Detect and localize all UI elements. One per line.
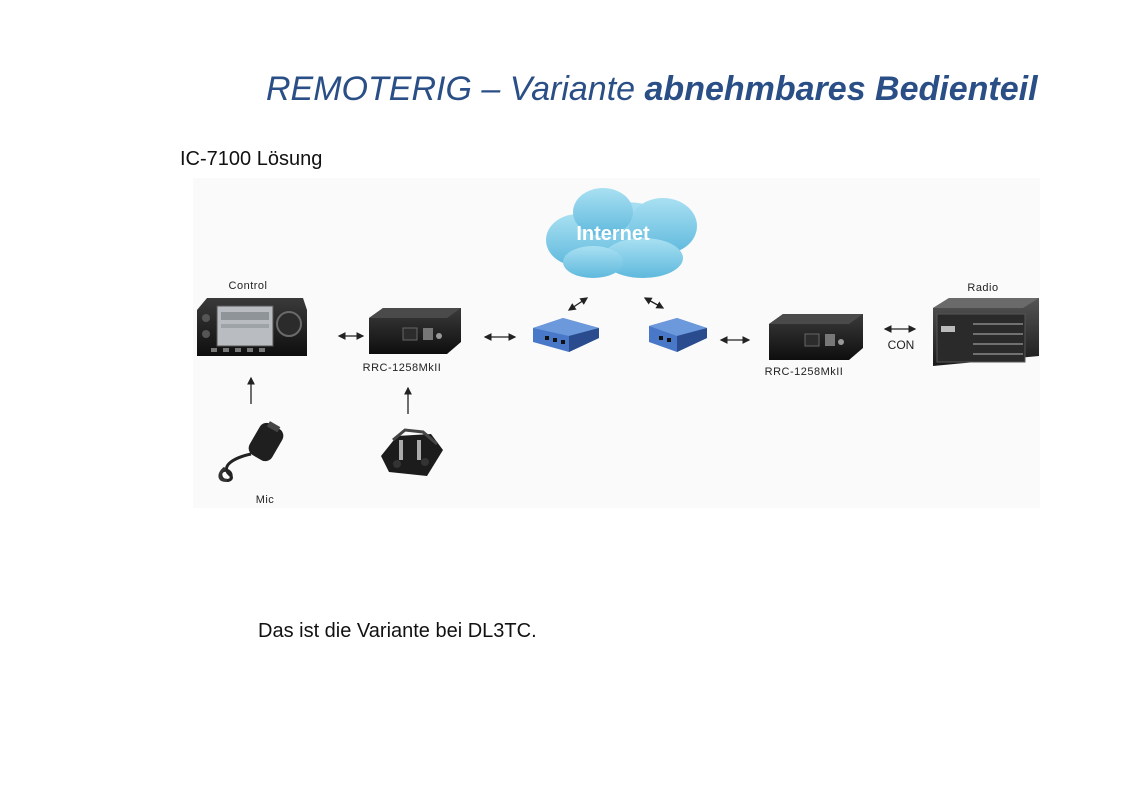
title-emphasis: abnehmbares Bedienteil — [644, 70, 1038, 108]
rrc-right-device-icon — [769, 314, 863, 360]
control-label: Control — [229, 280, 268, 292]
internet-label: Internet — [576, 223, 650, 245]
remoterig-diagram: Internet Control Mic — [193, 178, 1040, 508]
rrc-right-label: RRC-1258MkII — [765, 366, 844, 378]
mic-label: Mic — [256, 494, 275, 506]
radio-label: Radio — [967, 282, 998, 294]
keyer-paddle-icon — [381, 428, 443, 476]
caption-text: Das ist die Variante bei DL3TC. — [258, 620, 537, 642]
router-left-icon — [533, 318, 599, 352]
router-left-cloud-arrow — [567, 297, 589, 311]
section-subtitle: IC-7100 Lösung — [180, 148, 323, 170]
con-label: CON — [888, 338, 915, 352]
router-right-icon — [649, 318, 707, 352]
control-head-icon — [197, 298, 307, 356]
rrc-left-label: RRC-1258MkII — [363, 362, 442, 374]
radio-transceiver-icon — [933, 298, 1039, 366]
internet-cloud-icon: Internet — [546, 188, 697, 278]
page-title: REMOTERIG – Variante abnehmbares Bedient… — [266, 70, 1038, 109]
title-prefix: REMOTERIG – Variante — [266, 70, 645, 108]
microphone-icon — [218, 421, 284, 482]
cloud-router-right-arrow — [643, 297, 665, 309]
rrc-left-device-icon — [369, 308, 461, 354]
